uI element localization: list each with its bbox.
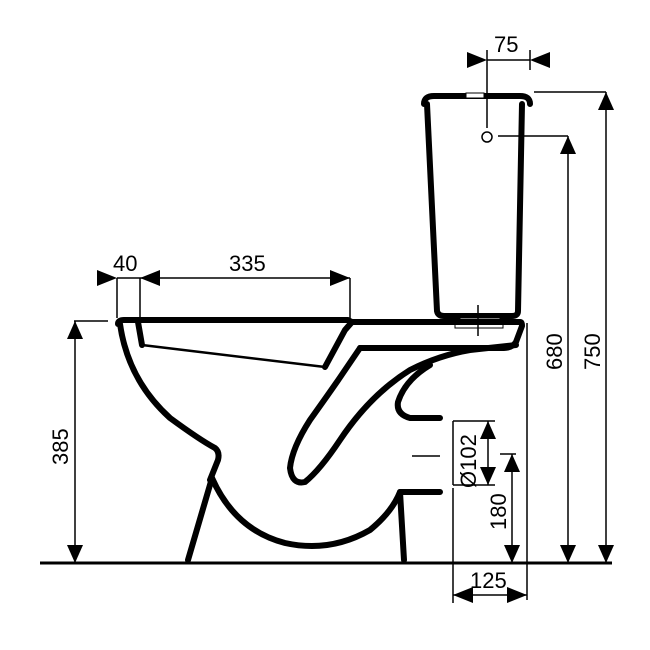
label-750: 750 xyxy=(580,333,605,370)
dimension-125: 125 xyxy=(453,568,527,603)
bowl xyxy=(115,317,525,563)
dimension-750: 750 xyxy=(534,91,614,563)
dimension-40: 40 xyxy=(97,251,160,318)
cistern xyxy=(421,92,533,336)
label-680: 680 xyxy=(542,333,567,370)
label-125: 125 xyxy=(470,568,507,593)
label-40: 40 xyxy=(113,251,137,276)
dimension-680: 680 xyxy=(498,135,576,563)
dimension-outlet-diameter: Ø102 xyxy=(452,420,496,488)
dimension-180: 180 xyxy=(486,453,520,563)
label-75: 75 xyxy=(494,32,518,57)
label-outlet-diameter: Ø102 xyxy=(456,434,481,488)
dimension-385: 385 xyxy=(48,320,108,563)
dimension-335: 335 xyxy=(140,251,351,320)
label-335: 335 xyxy=(229,251,266,276)
label-385: 385 xyxy=(48,428,73,465)
label-180: 180 xyxy=(486,493,511,530)
dimension-75: 75 xyxy=(467,32,550,96)
water-inlet-icon xyxy=(481,131,493,143)
